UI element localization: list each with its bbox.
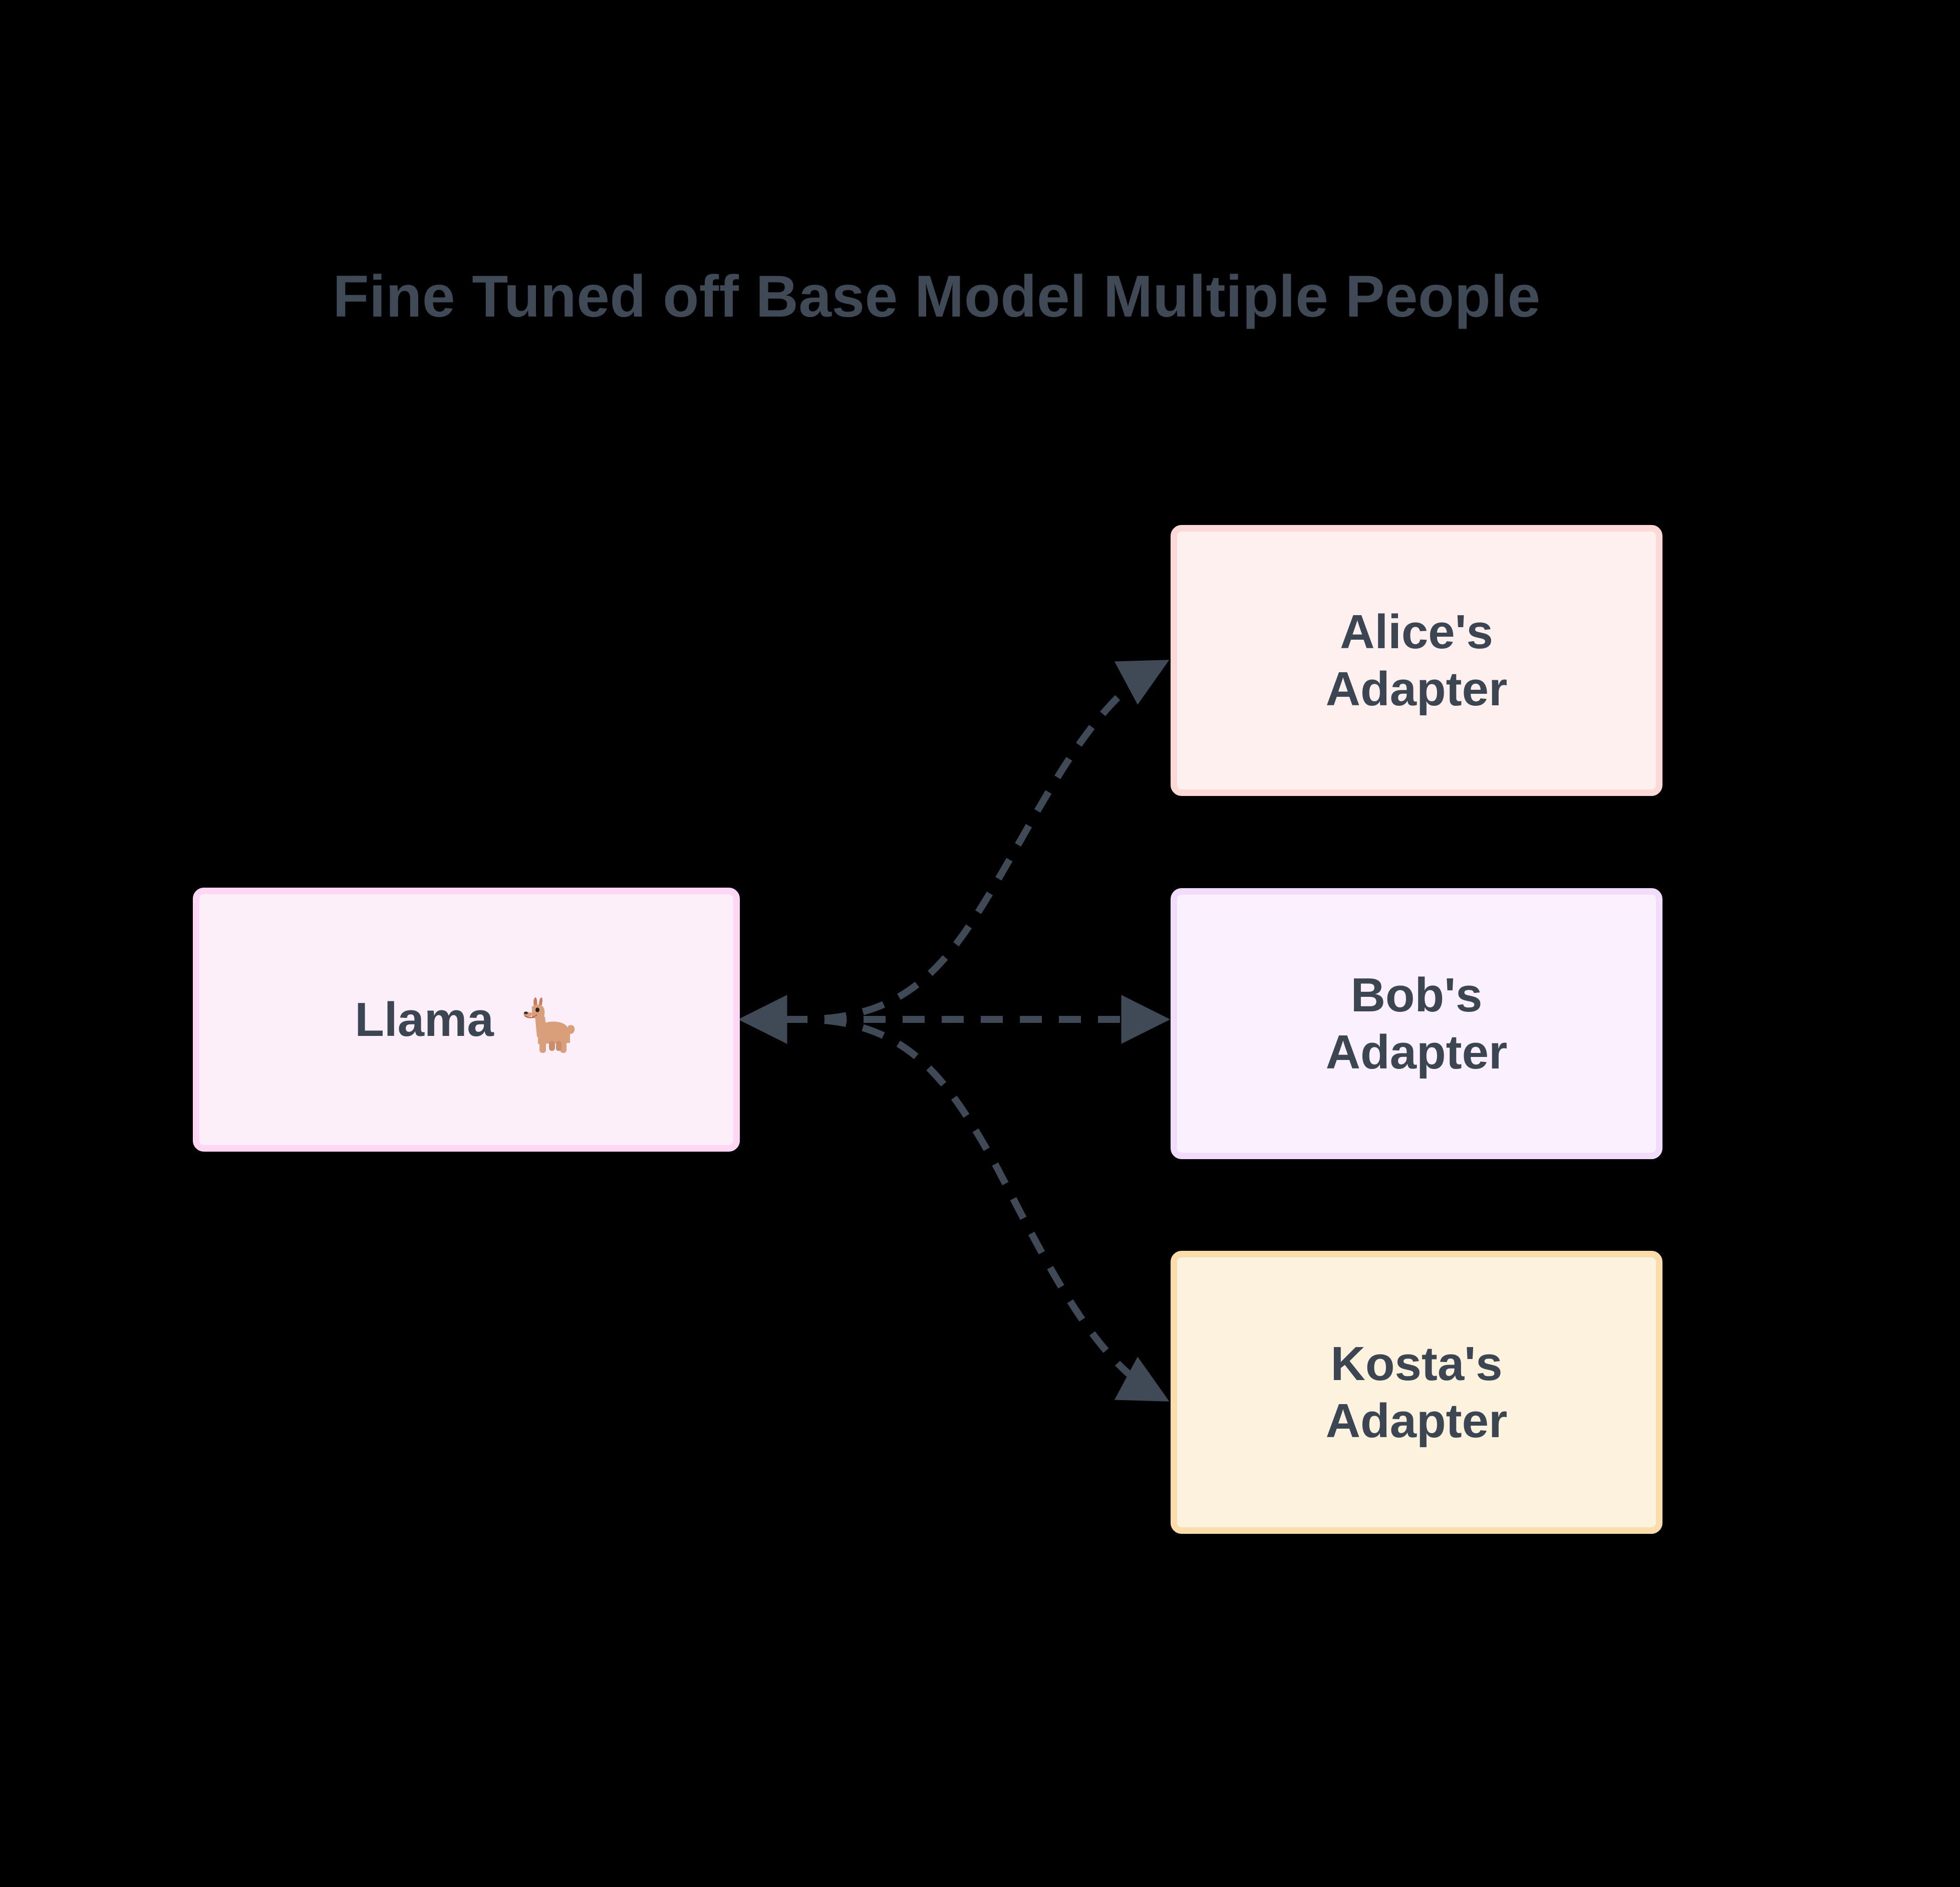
node-bobs-adapter-label: Bob's Adapter (1325, 968, 1508, 1079)
node-llama[interactable]: Llama (193, 888, 740, 1152)
node-alices-adapter-label: Alice's Adapter (1325, 605, 1508, 716)
node-kostas-adapter-label: Kosta's Adapter (1325, 1337, 1508, 1448)
page-title: Fine Tuned off Base Model Multiple Peopl… (333, 263, 1541, 330)
node-alices-adapter[interactable]: Alice's Adapter (1171, 525, 1662, 796)
node-llama-text: Llama (355, 992, 494, 1046)
llama-icon (514, 991, 578, 1055)
edge-llama-to-alice (738, 660, 1170, 1044)
node-kostas-adapter[interactable]: Kosta's Adapter (1171, 1251, 1662, 1534)
node-llama-label-group: Llama (355, 988, 578, 1055)
edge-llama-to-kosta (738, 995, 1170, 1402)
node-bobs-adapter[interactable]: Bob's Adapter (1171, 888, 1662, 1159)
